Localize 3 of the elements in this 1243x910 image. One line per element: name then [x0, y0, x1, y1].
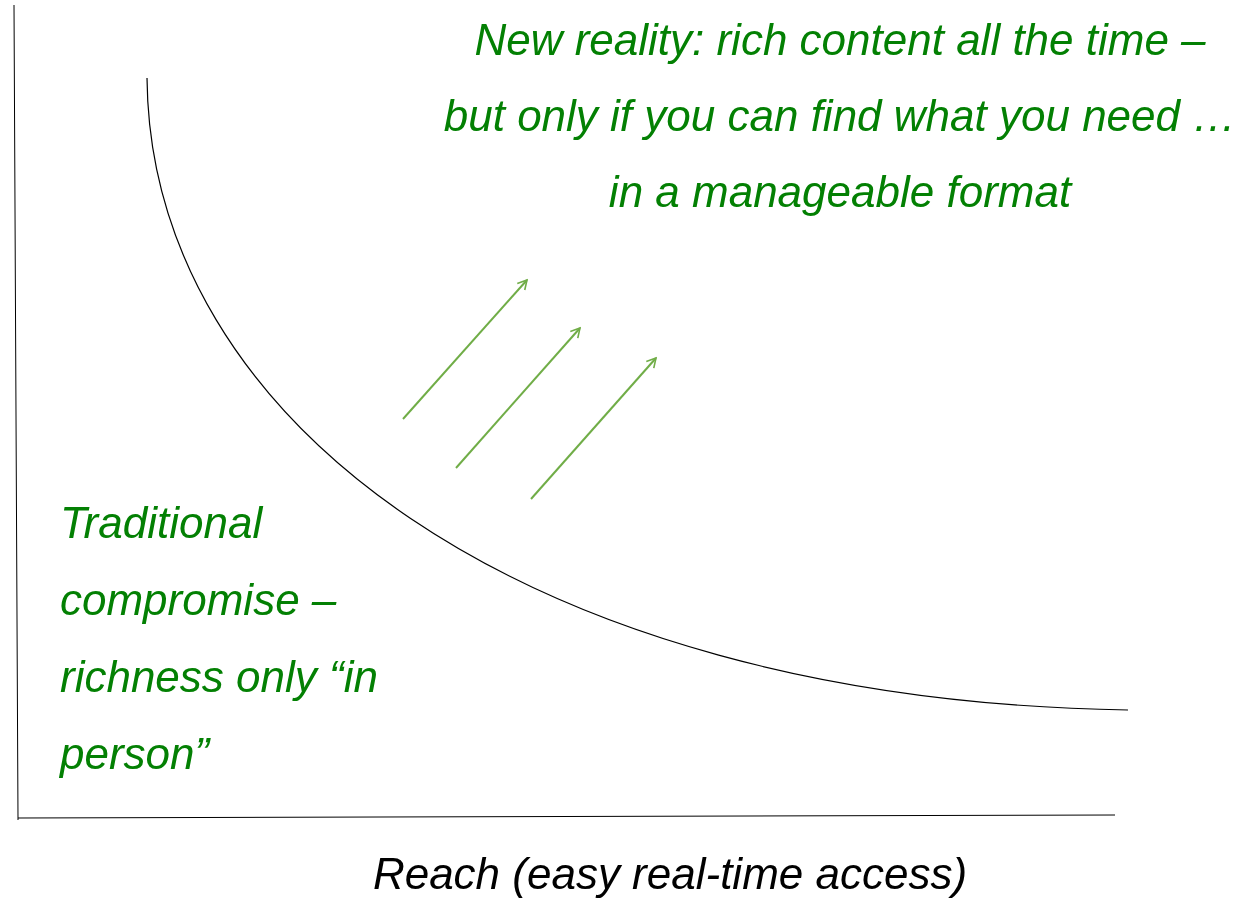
annotation-text: New reality: rich content all the time – but only if you can find what you need … in a manageable format	[442, 14, 1238, 218]
annotation-text: Traditional compromise – richness only “in person”	[60, 497, 379, 780]
axis-label: Reach (easy real-time access)	[371, 848, 969, 900]
